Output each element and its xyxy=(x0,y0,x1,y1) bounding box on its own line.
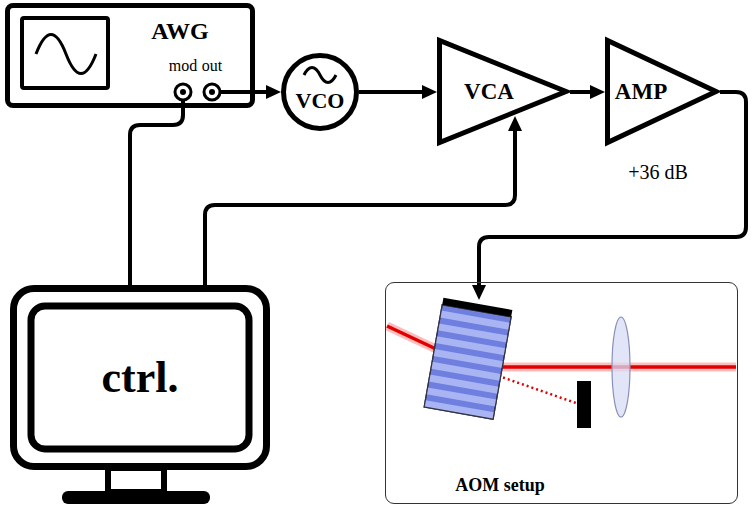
port-label: out xyxy=(202,57,222,75)
signal-wire xyxy=(205,116,522,285)
port-pin xyxy=(180,89,186,95)
monitor-neck xyxy=(108,468,164,492)
signal-wire xyxy=(570,85,605,99)
arrowhead xyxy=(266,85,281,99)
wire-line xyxy=(220,90,270,94)
wire-line xyxy=(130,101,183,285)
wire-line xyxy=(359,90,426,94)
port-label: mod xyxy=(169,57,197,75)
beam-block xyxy=(577,381,591,428)
aom-crystal xyxy=(424,298,512,419)
arrowhead xyxy=(422,85,437,99)
signal-wire xyxy=(359,85,437,99)
vca-triangle: VCA xyxy=(437,38,570,145)
awg-screen xyxy=(22,18,108,88)
arrowhead xyxy=(590,85,605,99)
sine-symbol xyxy=(304,68,336,83)
port-connector xyxy=(175,84,191,100)
monitor-base xyxy=(62,491,210,504)
lens xyxy=(612,317,630,417)
sine-symbol xyxy=(36,35,96,74)
device-name: ctrl. xyxy=(102,354,179,402)
device-name: VCO xyxy=(296,89,345,113)
gain-label: +36 dB xyxy=(628,161,688,183)
crystal-outline xyxy=(424,305,511,420)
laser-beam xyxy=(470,365,736,369)
vco-circle: VCO xyxy=(281,53,359,131)
crystal-stripe xyxy=(424,400,494,419)
arrowhead xyxy=(508,116,522,131)
control-computer: ctrl. xyxy=(10,285,270,470)
port-connector xyxy=(204,84,220,100)
laser-beam-glow xyxy=(470,363,736,372)
monitor-screen xyxy=(31,306,249,449)
arrowhead xyxy=(472,285,486,300)
amp-triangle: AMP xyxy=(605,38,720,145)
crystal-body xyxy=(424,305,511,420)
device-name: AMP xyxy=(615,79,667,104)
port-pin xyxy=(209,89,215,95)
aom-setup-box: AOM setup xyxy=(385,282,738,504)
wire-line xyxy=(479,92,746,289)
awg-box: AWG modout xyxy=(5,3,255,108)
device-name: AWG xyxy=(151,18,208,44)
shape-outline xyxy=(608,41,717,143)
signal-wire xyxy=(130,101,183,285)
shape-outline xyxy=(440,41,567,143)
piezo-transducer xyxy=(442,298,512,317)
device-name: VCA xyxy=(464,79,514,104)
shape-outline xyxy=(284,56,357,129)
panel-title: AOM setup xyxy=(455,476,545,496)
wire-line xyxy=(205,127,515,285)
